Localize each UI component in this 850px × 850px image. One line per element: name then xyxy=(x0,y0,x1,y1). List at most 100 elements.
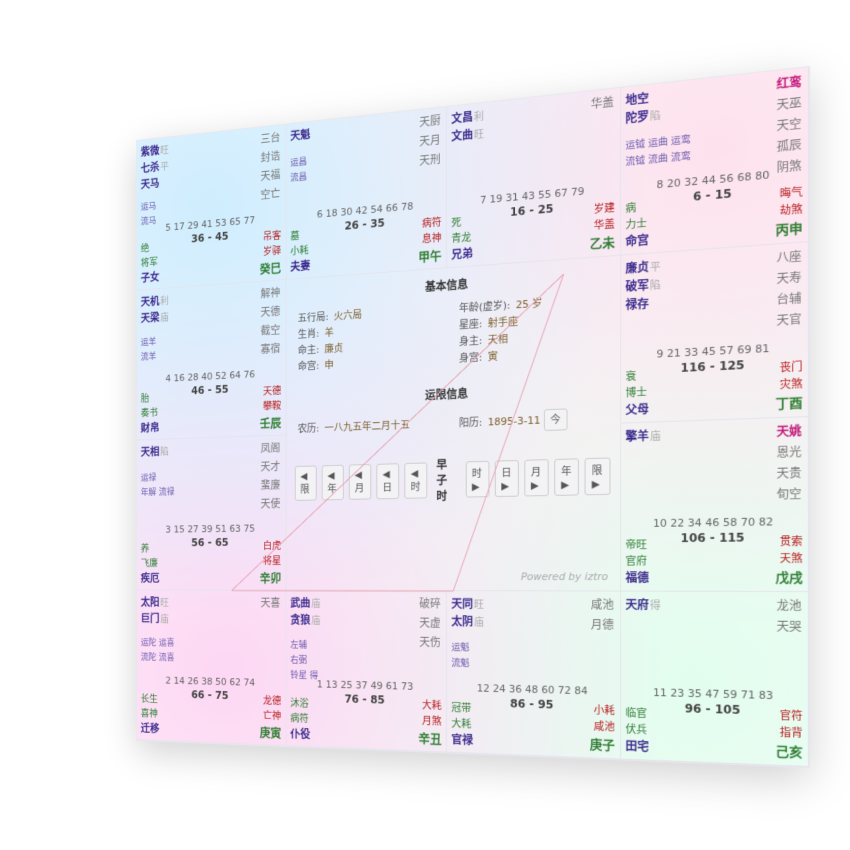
major-star[interactable]: 贪狼庙 xyxy=(290,613,321,627)
solar-value[interactable]: 1895-3-11 xyxy=(487,414,541,429)
jiangqian: 指背 xyxy=(779,726,803,740)
nav-button[interactable]: ◀限 xyxy=(294,465,317,501)
minor-stars: 运钺 运曲 运鸾流钺 流曲 流鸾 xyxy=(625,131,690,168)
adjective-star: 天贵 xyxy=(776,466,802,481)
palace-footer-right: 小耗咸池庚子 xyxy=(590,702,615,753)
palace-name[interactable]: 兄弟 xyxy=(451,246,474,262)
changsheng: 冠带 xyxy=(451,701,472,715)
adjective-star: 天伤 xyxy=(419,635,441,650)
nav-button[interactable]: ◀日 xyxy=(376,463,400,500)
major-star[interactable]: 七杀平 xyxy=(140,160,169,175)
major-star[interactable]: 擎羊庙 xyxy=(625,429,661,444)
adjective-star: 天喜 xyxy=(260,596,281,610)
palace-name[interactable]: 夫妻 xyxy=(290,259,311,274)
info-key: 身宫 xyxy=(459,351,479,365)
major-star[interactable]: 破军陷 xyxy=(625,278,661,294)
brightness: 旺 xyxy=(473,127,484,141)
jiangqian: 攀鞍 xyxy=(263,399,282,413)
nav-button[interactable]: 时▶ xyxy=(465,460,490,498)
palace-name[interactable]: 命宫 xyxy=(625,233,649,249)
nav-button[interactable]: ◀时 xyxy=(404,462,428,499)
info-key: 星座 xyxy=(459,317,479,332)
adjective-star: 红鸾 xyxy=(776,74,802,92)
adjective-star: 天哭 xyxy=(776,619,802,634)
major-star[interactable]: 廉贞平 xyxy=(625,260,661,276)
palace-footer-right: 吊客岁驿癸巳 xyxy=(260,228,281,277)
major-star[interactable]: 巨门庙 xyxy=(140,612,169,625)
palace-name[interactable]: 疾厄 xyxy=(140,572,160,585)
nav-button[interactable]: 日▶ xyxy=(494,459,519,498)
suiqian: 丧门 xyxy=(779,360,803,375)
nav-button[interactable]: ◀月 xyxy=(348,464,372,500)
palace-name[interactable]: 仆役 xyxy=(290,727,311,741)
major-star[interactable]: 太阳旺 xyxy=(140,596,169,609)
major-star[interactable]: 天同旺 xyxy=(451,597,484,611)
nav-button[interactable]: 年▶ xyxy=(554,458,580,496)
minor-star: 运羊 xyxy=(140,337,157,348)
brightness: 陷 xyxy=(160,446,169,458)
nav-button[interactable]: 限▶ xyxy=(584,457,611,496)
major-star[interactable]: 武曲庙 xyxy=(290,596,321,610)
solar-label: 阳历: xyxy=(459,416,483,430)
info-key: 命宫 xyxy=(297,359,317,373)
major-star[interactable]: 天府得 xyxy=(625,598,661,612)
palace-name[interactable]: 福德 xyxy=(625,571,649,585)
basic-info-row: 身宫:寅 xyxy=(459,350,498,365)
nav-button[interactable]: ◀年 xyxy=(321,464,344,501)
major-star[interactable]: 天马 xyxy=(140,177,160,191)
adjective-stars: 华盖 xyxy=(591,93,614,112)
adjective-stars: 天喜 xyxy=(261,595,281,610)
changsheng: 死 xyxy=(451,216,462,230)
palace-name[interactable]: 父母 xyxy=(625,402,649,417)
palace-footer-left: 绝将军子女 xyxy=(141,240,160,285)
palace-name[interactable]: 子女 xyxy=(140,270,160,285)
changsheng: 临官 xyxy=(625,706,647,720)
adjective-star: 封诰 xyxy=(260,149,281,165)
major-star[interactable]: 禄存 xyxy=(625,297,649,313)
major-star[interactable]: 天机利 xyxy=(140,295,169,309)
brightness: 利 xyxy=(160,295,169,308)
nav-button[interactable]: 月▶ xyxy=(524,459,549,497)
palace-name[interactable]: 财帛 xyxy=(140,421,160,435)
palace-name[interactable]: 迁移 xyxy=(140,722,160,735)
lunar-label: 农历: xyxy=(297,422,320,435)
changsheng: 养 xyxy=(140,543,150,555)
adjective-star: 空亡 xyxy=(260,187,281,202)
major-star[interactable]: 天魁 xyxy=(290,128,311,143)
boshi: 病符 xyxy=(290,712,309,725)
palace-name[interactable]: 田宅 xyxy=(625,739,649,754)
major-star[interactable]: 紫微旺 xyxy=(140,144,169,159)
major-star[interactable]: 文昌利 xyxy=(451,110,484,126)
major-star[interactable]: 天梁庙 xyxy=(140,311,169,325)
palace-footer-right: 晦气劫煞丙申 xyxy=(776,184,803,239)
adjective-stars: 龙池天哭 xyxy=(777,597,802,635)
boshi: 官府 xyxy=(625,554,647,568)
major-star[interactable]: 陀罗陷 xyxy=(625,109,661,126)
major-star[interactable]: 文曲旺 xyxy=(451,127,484,144)
major-star[interactable]: 地空 xyxy=(625,91,649,108)
major-star[interactable]: 天相陷 xyxy=(140,445,169,459)
brightness: 庙 xyxy=(311,597,321,610)
suiqian: 吊客 xyxy=(263,229,282,243)
heavenly-stem: 辛卯 xyxy=(259,572,282,586)
changsheng: 衰 xyxy=(625,370,637,384)
palace-name[interactable]: 官禄 xyxy=(451,733,474,748)
lunar-value: 一八九五年二月十五 xyxy=(324,419,410,434)
boshi: 大耗 xyxy=(451,717,472,731)
changsheng: 胎 xyxy=(140,392,150,405)
adjective-star: 台辅 xyxy=(776,291,802,307)
today-button[interactable]: 今 xyxy=(543,408,568,432)
major-star[interactable]: 太阴庙 xyxy=(451,615,484,629)
